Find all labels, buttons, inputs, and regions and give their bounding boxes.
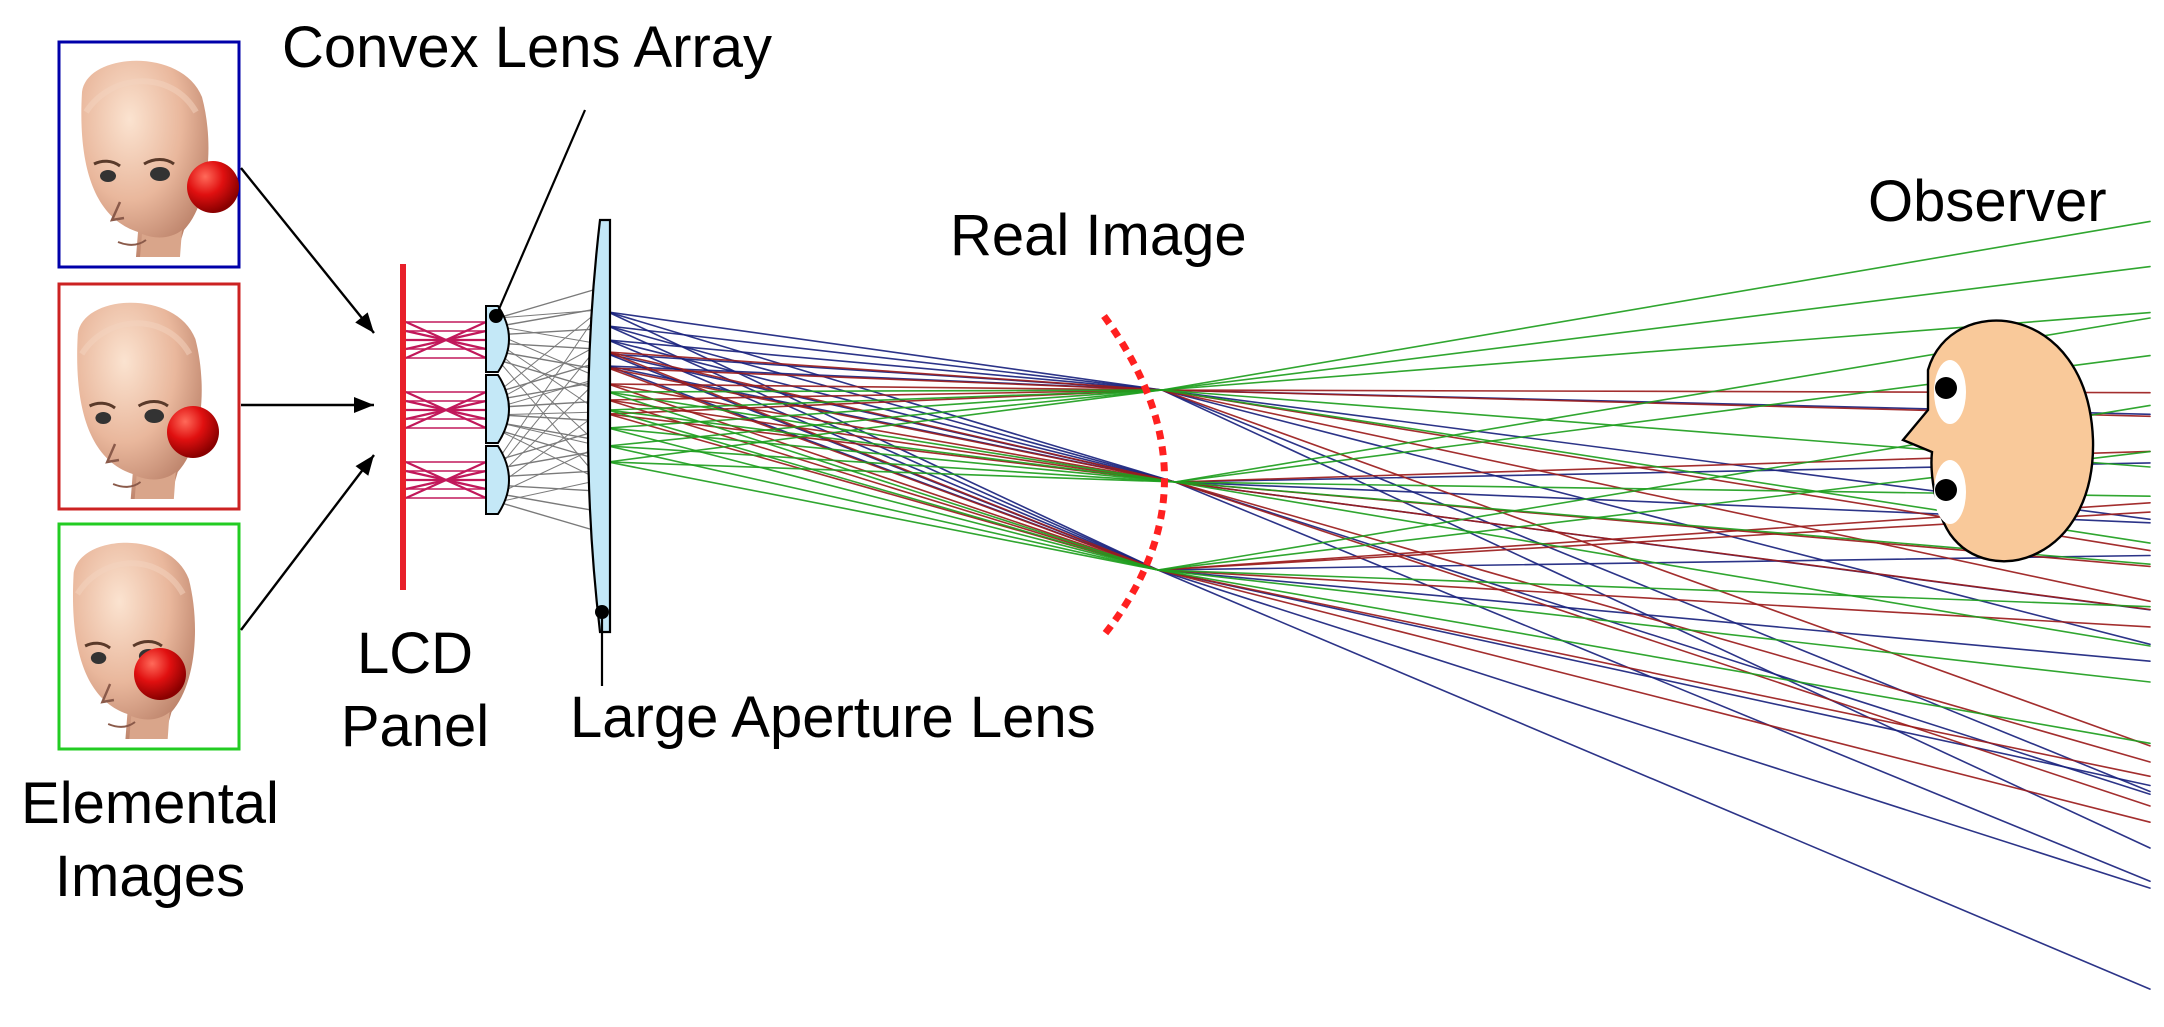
observer-head-icon [1901, 319, 2095, 563]
lens-array-pointer [494, 109, 587, 317]
ray-line [607, 317, 2151, 483]
large-aperture-lens-label: Large Aperture Lens [570, 685, 1096, 750]
gray-ray [497, 492, 601, 513]
gray-ray [497, 414, 601, 422]
convex-lens [485, 445, 510, 515]
gray-ray [497, 325, 601, 345]
convex-lens-array [485, 305, 510, 515]
ray-line [607, 339, 2151, 849]
image-arrows [240, 167, 375, 631]
ray-line [607, 220, 2151, 463]
lcd-panel-label-line2: Panel [340, 693, 490, 759]
gray-ray [497, 351, 601, 447]
arrow-line [240, 454, 375, 631]
ray-line [607, 461, 2151, 608]
arrow-head [355, 312, 374, 333]
ray-line [607, 399, 2151, 823]
gray-ray [497, 309, 601, 461]
pink-ray [405, 390, 487, 430]
gray-ray [497, 479, 601, 503]
red-ball-icon [167, 406, 219, 458]
elemental-images-label-line2: Images [54, 843, 246, 909]
arrow-head [354, 397, 374, 413]
red-ball-icon [134, 648, 186, 700]
gray-ray [497, 380, 601, 401]
gray-ray [497, 359, 601, 481]
lcd-panel-label-line1: LCD [356, 621, 474, 686]
gray-ray [497, 421, 601, 447]
lcd-panel-label: LCD Panel [315, 618, 515, 763]
pink-ray [405, 460, 487, 500]
large-aperture-lens [586, 218, 612, 634]
arrow-line [240, 167, 375, 334]
gray-ray [497, 377, 601, 408]
gray-ray [497, 445, 601, 495]
elemental-image [57, 40, 241, 269]
pink-ray [405, 320, 487, 360]
gray-ray [497, 342, 601, 350]
gray-ray [497, 470, 601, 478]
real-image-arc [1101, 313, 1168, 638]
gray-ray [497, 501, 601, 533]
gray-ray [497, 400, 601, 408]
gray-ray [497, 334, 601, 379]
elemental-image [57, 282, 241, 511]
observer-pupil [1935, 377, 1957, 399]
observer-pupil [1935, 479, 1957, 501]
gray-ray [497, 309, 601, 393]
gray-ray [497, 411, 601, 416]
gray-ray [497, 307, 601, 328]
gray-ray [497, 429, 601, 461]
lcd-rays [405, 320, 487, 500]
elemental-image [57, 522, 241, 751]
observer-label: Observer [1868, 169, 2107, 234]
elemental-images-label-line1: Elemental [21, 771, 279, 836]
red-ball-icon [187, 161, 239, 213]
convex-lens-array-label: Convex Lens Array [282, 15, 773, 80]
gray-ray [497, 287, 601, 319]
ray-line [607, 354, 2151, 483]
arrow-head [355, 455, 374, 476]
gray-ray [497, 377, 601, 478]
gray-ray [497, 411, 601, 486]
real-image-label: Real Image [950, 203, 1247, 268]
convex-lens [485, 374, 510, 444]
gray-ray [497, 343, 601, 469]
elemental-images-label: Elemental Images [0, 768, 300, 913]
lens-array-rays [497, 287, 601, 533]
ray-bundle [607, 220, 2151, 990]
gray-ray [497, 328, 601, 336]
gray-ray [497, 421, 601, 442]
gray-ray [497, 343, 601, 401]
gray-ray [497, 361, 601, 393]
